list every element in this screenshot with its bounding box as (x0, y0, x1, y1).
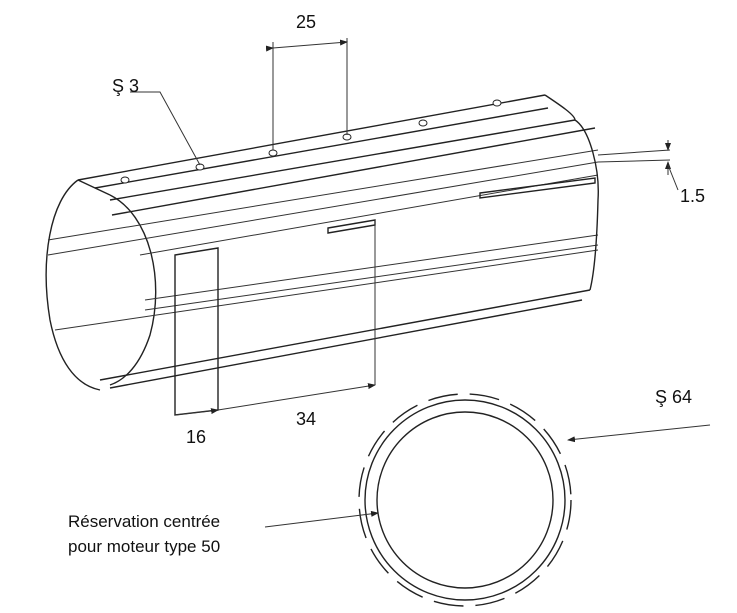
tube-3d-view (45, 94, 599, 416)
dim-hole-spacing: 25 (296, 12, 316, 32)
dim-tube-diameter: Ş 64 (655, 387, 692, 407)
dim-cutout-offset: 34 (296, 409, 316, 429)
dim-hole-diameter: Ş 3 (112, 76, 139, 96)
hole-row (120, 99, 502, 184)
note-line-1: Réservation centrée (68, 512, 220, 531)
tube-cross-section (358, 393, 572, 607)
dimension-lines (130, 38, 679, 416)
dim-slot-width: 1.5 (680, 186, 705, 206)
slot-middle (327, 219, 376, 234)
dim-cutout-width: 16 (186, 427, 206, 447)
motor-cutout (174, 247, 219, 416)
note-line-2: pour moteur type 50 (68, 537, 220, 556)
slot-right (479, 177, 596, 199)
